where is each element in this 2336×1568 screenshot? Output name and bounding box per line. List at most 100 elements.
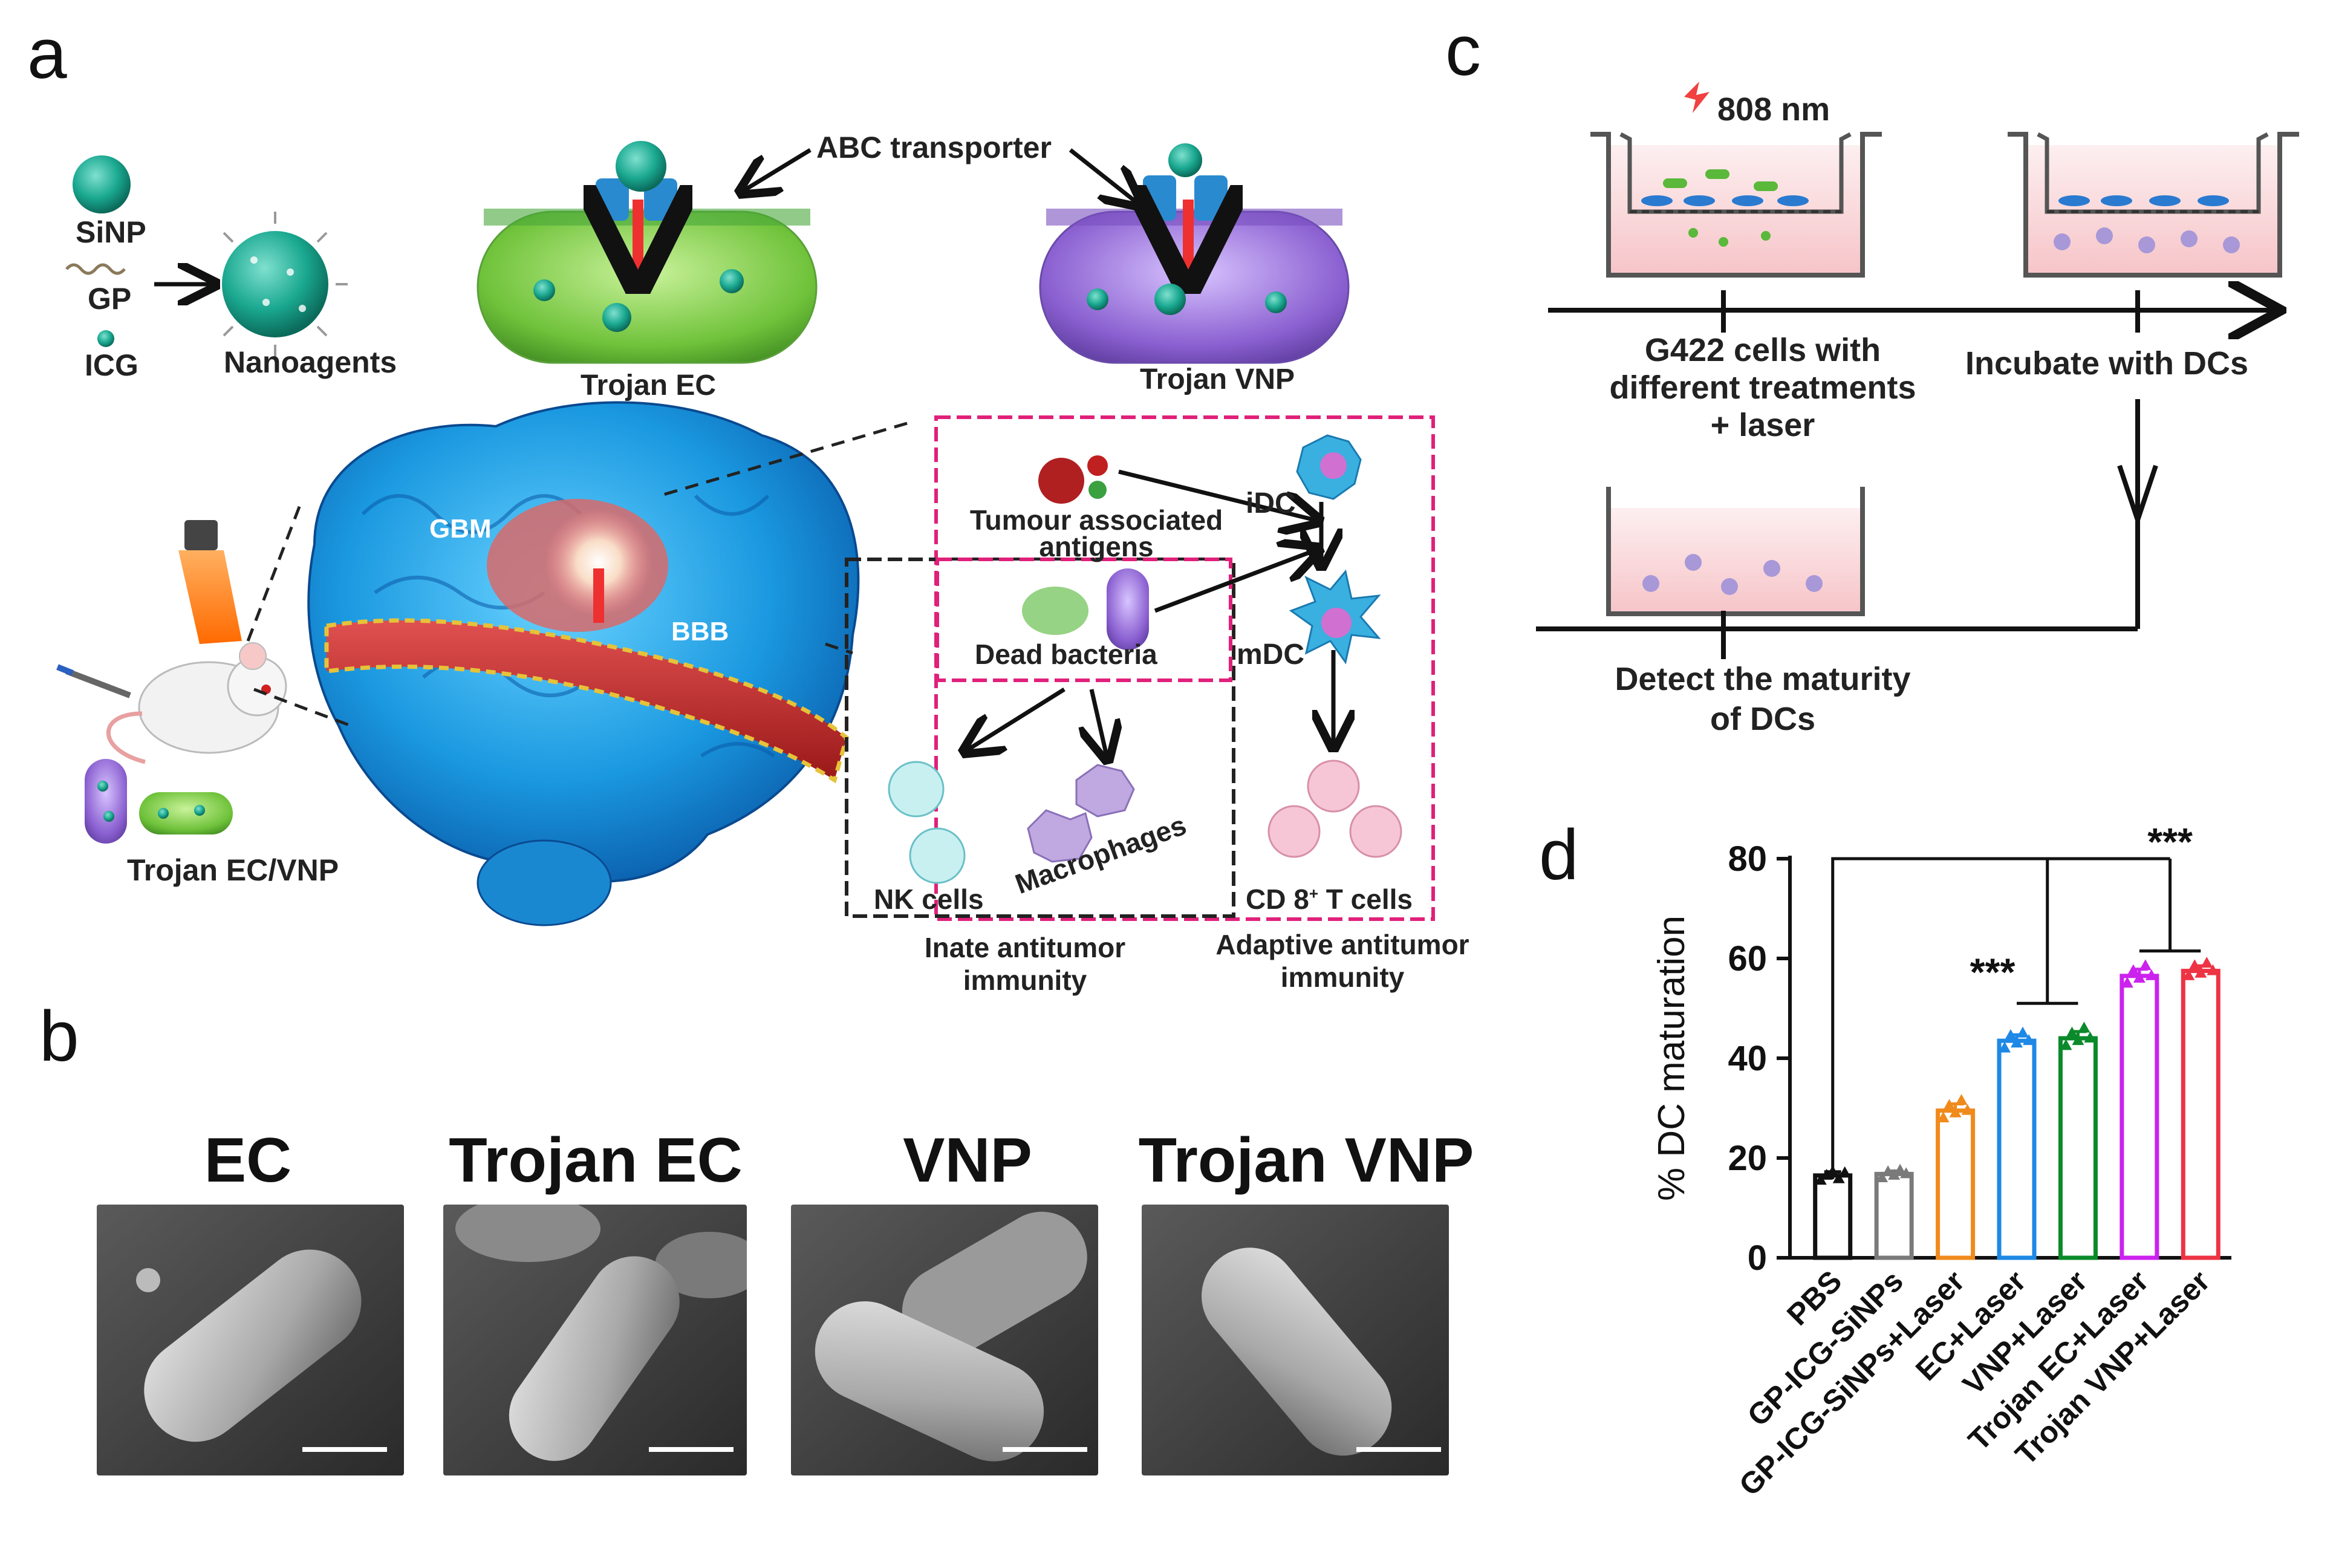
sinp-label: SiNP: [76, 215, 146, 249]
nanoagent-icon: [203, 212, 348, 357]
dead-bacteria-icon: [1022, 568, 1149, 650]
y-tick-label: 80: [1728, 839, 1767, 879]
data-point: [1820, 1168, 1833, 1180]
step2-label: Incubate with DCs: [1965, 345, 2249, 382]
step1-label: G422 cells with different treatments + l…: [1609, 331, 1916, 444]
trojan-ec-vnp-label: Trojan EC/VNP: [127, 853, 339, 887]
data-point: [2078, 1021, 2090, 1033]
step1-line2: different treatments: [1609, 369, 1916, 406]
significance-label: ***: [2147, 828, 2193, 864]
step1-line3: + laser: [1710, 407, 1815, 443]
icg-icon: [97, 330, 114, 347]
significance-label: ***: [1970, 950, 2016, 994]
gbm-label: GBM: [429, 514, 492, 544]
y-tick-label: 40: [1728, 1039, 1767, 1078]
gp-label: GP: [88, 282, 132, 316]
trojan-vnp-bacterium: [1039, 143, 1350, 364]
trojan-vnp-label: Trojan VNP: [1140, 363, 1295, 395]
transwell-insert-2: [2008, 132, 2299, 278]
data-point: [2139, 959, 2152, 971]
adaptive-line2: immunity: [1280, 961, 1405, 993]
panel-c-workflow: [1536, 82, 2299, 659]
bar: [1997, 1038, 2037, 1260]
data-point: [2121, 977, 2133, 988]
sem-title-ec: EC: [204, 1125, 292, 1196]
data-point: [1876, 1171, 1889, 1182]
data-point: [2084, 1032, 2097, 1043]
cd8-suffix: T cells: [1318, 883, 1413, 915]
bar: [2181, 969, 2221, 1260]
data-point: [2023, 1034, 2035, 1046]
data-point: [1814, 1174, 1827, 1185]
y-tick-label: 20: [1728, 1139, 1767, 1178]
dead-bacteria-label: Dead bacteria: [975, 639, 1157, 670]
cd8-superscript: +: [1309, 884, 1318, 903]
sinp-icon: [73, 155, 131, 213]
step3-line2: of DCs: [1710, 701, 1815, 737]
data-point: [2145, 969, 2158, 980]
brain-illustration: [307, 401, 860, 926]
macrophages-icon: [1027, 764, 1135, 863]
innate-immunity-label: Inate antitumor immunity: [925, 931, 1125, 997]
panel-label-b: b: [39, 997, 79, 1076]
trojan-ec-bacterium: [477, 141, 818, 364]
nanoagents-label: Nanoagents: [224, 345, 397, 379]
mdc-label: mDC: [1237, 639, 1305, 671]
trojan-ec-label: Trojan EC: [581, 369, 717, 402]
innate-line2: immunity: [963, 965, 1087, 996]
trojan-ec-vnp-icon: [85, 759, 233, 844]
adaptive-immunity-box: [934, 415, 1435, 921]
sem-image-trojan-ec: [443, 1205, 747, 1475]
tumour-antigens-label: Tumour associated antigens: [970, 506, 1223, 562]
data-point: [1937, 1111, 1950, 1122]
tumour-antigens-line2: antigens: [1039, 531, 1154, 562]
adaptive-line1: Adaptive antitumor: [1215, 929, 1469, 960]
bbb-label: BBB: [671, 617, 729, 646]
mdc-cell-icon: [1289, 569, 1381, 665]
data-point: [2060, 1039, 2072, 1050]
y-tick-label: 0: [1748, 1238, 1767, 1278]
cd8-t-cells-icon: [1267, 760, 1402, 858]
data-point: [2207, 964, 2219, 975]
bar: [2120, 974, 2159, 1260]
step3-line1: Detect the maturity: [1615, 661, 1911, 697]
panel-label-d: d: [1539, 815, 1579, 895]
dead-bacteria-box: [935, 558, 1232, 682]
nk-cells-icon: [888, 761, 966, 884]
significance-bracket: [1831, 857, 2170, 1168]
gp-icon: [65, 263, 126, 275]
sem-title-trojan-vnp: Trojan VNP: [1138, 1125, 1474, 1196]
icg-label: ICG: [85, 348, 138, 382]
adaptive-immunity-label: Adaptive antitumor immunity: [1215, 928, 1469, 994]
y-tick-label: 60: [1728, 939, 1767, 978]
data-point: [1900, 1167, 1913, 1179]
bar: [1936, 1108, 1976, 1260]
innate-line1: Inate antitumor: [924, 932, 1126, 963]
data-point: [2182, 969, 2195, 980]
mouse-illustration: [56, 642, 287, 764]
panel-label-c: c: [1445, 11, 1481, 91]
data-point: [1999, 1041, 2011, 1053]
laser-torch-icon: [178, 520, 242, 644]
data-point: [1838, 1166, 1851, 1177]
nk-cells-label: NK cells: [874, 883, 984, 915]
step1-line1: G422 cells with: [1644, 332, 1881, 368]
transwell-insert-1: [1590, 82, 1882, 278]
sem-image-ec: [97, 1205, 404, 1475]
abc-transporter-label: ABC transporter: [816, 131, 1052, 164]
sem-title-trojan-ec: Trojan EC: [449, 1125, 743, 1196]
cd8-prefix: CD 8: [1246, 883, 1309, 915]
bar: [1874, 1171, 1914, 1260]
bar: [2058, 1036, 2098, 1260]
panel-label-a: a: [27, 14, 67, 94]
sem-image-trojan-vnp: [1142, 1205, 1449, 1475]
y-axis-label: % DC maturation: [1651, 916, 1693, 1201]
idc-label: iDC: [1246, 487, 1296, 519]
bar: [1813, 1173, 1853, 1260]
laser-wavelength-label: 808 nm: [1717, 91, 1830, 128]
data-point: [1832, 1172, 1845, 1183]
step3-label: Detect the maturity of DCs: [1615, 659, 1910, 739]
data-point: [1961, 1104, 1974, 1115]
dc-well: [1606, 487, 1865, 616]
